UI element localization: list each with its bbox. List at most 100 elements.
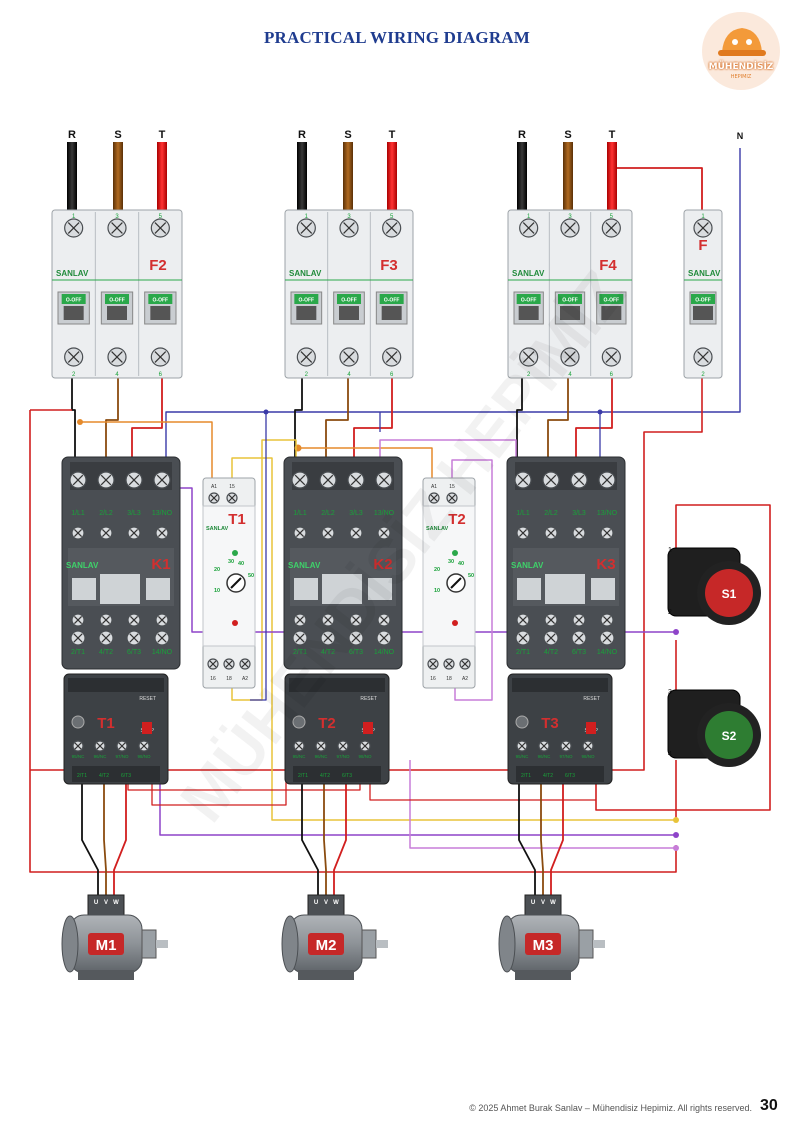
- breaker-switch-label: O-OFF: [695, 298, 711, 304]
- screw-slot: [546, 528, 556, 538]
- overload-contact-label: 97/NO: [115, 754, 129, 759]
- motor-shaft: [376, 940, 388, 948]
- screw-slot: [517, 474, 529, 486]
- breaker-lever: [107, 306, 127, 320]
- screw-slot: [339, 742, 347, 750]
- overload-output-label: 4/T2: [543, 773, 553, 779]
- overload-contact-label: 97/NO: [559, 754, 573, 759]
- button-terminal: 1: [668, 547, 672, 554]
- timer-wire: [409, 760, 676, 849]
- screw-slot: [343, 351, 355, 363]
- timer-bottom-label: 16: [430, 676, 436, 682]
- screw-slot: [697, 351, 709, 363]
- contactor-top-label: 1/L1: [71, 510, 85, 517]
- supply-cable-T: [387, 142, 397, 212]
- button-cap: [705, 711, 753, 759]
- button-wire: [595, 504, 771, 811]
- breaker-top-terminal: 1: [72, 214, 76, 220]
- breaker-label: F4: [599, 257, 617, 274]
- screw-slot: [73, 528, 83, 538]
- contactor-window: [146, 578, 170, 600]
- overload-top-strip: [289, 678, 385, 692]
- control-wire: [30, 375, 703, 771]
- page-title: PRACTICAL WIRING DIAGRAM: [263, 28, 531, 47]
- breaker-brand: SANLAV: [688, 269, 721, 278]
- helmet-icon: [718, 28, 766, 56]
- contactor-label: K1: [151, 556, 170, 573]
- motor-terminal-label: W: [113, 900, 119, 906]
- screw-slot: [351, 615, 361, 625]
- timer-wire: [231, 439, 297, 701]
- supply-cable-S: [113, 142, 123, 212]
- screw-slot: [300, 222, 313, 234]
- motor-terminal-label: W: [333, 900, 339, 906]
- contactor-top-label: 2/L2: [99, 510, 113, 517]
- timer-wire: [451, 459, 493, 701]
- motor-label: M3: [533, 937, 554, 954]
- breaker-lever: [63, 306, 84, 320]
- timer-dial-scale: 30: [448, 559, 454, 565]
- junction-dot: [597, 409, 603, 415]
- contactor-brand: SANLAV: [511, 561, 544, 570]
- motor-bearing: [141, 929, 157, 959]
- breaker-switch: [516, 294, 541, 304]
- breaker-lever: [518, 306, 539, 320]
- screw-slot: [564, 222, 576, 234]
- timer-dial-scale: 50: [468, 573, 474, 579]
- breaker-bottom-terminal: 4: [568, 372, 572, 378]
- timer-dial-pointer: [450, 577, 462, 589]
- screw-slot: [241, 660, 249, 668]
- overload-output-block: [293, 766, 381, 782]
- junction-dot: [673, 845, 679, 851]
- motor-terminal-label: V: [324, 900, 328, 906]
- screw-slot: [157, 615, 167, 625]
- overload-dial: [71, 715, 85, 729]
- logo-name: MÜHENDİSİZ: [708, 62, 774, 72]
- screw-slot: [140, 742, 148, 750]
- supply-cable-R: [517, 142, 527, 212]
- interlock-wire: [159, 760, 676, 836]
- phase-wire: [547, 375, 569, 470]
- contactor-brand: SANLAV: [66, 561, 99, 570]
- motor-feet: [78, 970, 134, 980]
- breaker-label: F2: [149, 257, 167, 274]
- breaker-switch: [599, 294, 624, 304]
- contactor-top-label: 1/L1: [516, 510, 530, 517]
- breaker-switch: [558, 294, 582, 304]
- contactor-bottom-label: 6/T3: [127, 649, 141, 656]
- overload-dial: [292, 715, 306, 729]
- supply-cable-S: [563, 142, 573, 212]
- aux-wire: [80, 421, 213, 480]
- motor-terminal-label: U: [94, 900, 98, 906]
- contactor-bottom-label: 14/NO: [597, 649, 618, 656]
- breaker-bottom-terminal: 6: [610, 372, 614, 378]
- screw-slot: [430, 494, 438, 502]
- phase-label-T: T: [609, 129, 616, 141]
- breaker-bottom-terminal: 2: [701, 372, 705, 378]
- screw-slot: [100, 474, 112, 486]
- phase-wire: [325, 375, 349, 470]
- screw-slot: [540, 742, 548, 750]
- screw-slot: [157, 528, 167, 538]
- motor-terminal-label: V: [104, 900, 108, 906]
- screw-slot: [101, 615, 111, 625]
- supply-cable-S: [343, 142, 353, 212]
- overload-contact-label: 97/NO: [336, 754, 350, 759]
- junction-dot: [673, 832, 679, 838]
- breaker-brand: SANLAV: [56, 269, 89, 278]
- screw-slot: [518, 615, 528, 625]
- screw-slot: [128, 474, 140, 486]
- overload-contact-label: 96/NC: [94, 754, 108, 759]
- motor-lead: [518, 784, 536, 900]
- screw-slot: [546, 633, 556, 643]
- screw-slot: [605, 351, 618, 363]
- screw-slot: [361, 742, 369, 750]
- overload-contact-label: 95/NC: [72, 754, 86, 759]
- phase-wire: [516, 375, 523, 470]
